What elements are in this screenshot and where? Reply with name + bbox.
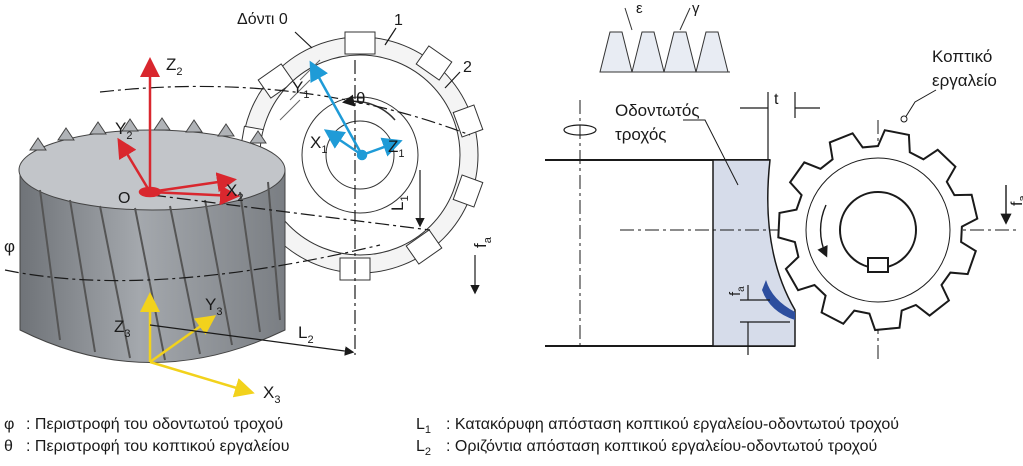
dimension-lines	[149, 27, 480, 356]
gear-label-line1: Οδοντωτός	[615, 101, 700, 120]
right-figure: ε γ t	[545, 0, 1023, 360]
hob-cutter-side	[777, 129, 979, 332]
gear-label-line2: τροχός	[615, 125, 667, 144]
x1-label: X1	[310, 133, 327, 156]
y2-label: Y2	[115, 119, 132, 142]
legend-left: φ: Περιστροφή του οδοντωτού τροχού θ: Πε…	[4, 414, 289, 458]
legend-theta: θ: Περιστροφή του κοπτικού εργαλείου	[4, 438, 290, 455]
tool-label-line2: εργαλείο	[932, 71, 997, 90]
tooth-2-label: 2	[463, 59, 472, 76]
z1-label: Z1	[388, 137, 405, 160]
tooth-1-label: 1	[394, 12, 403, 29]
gamma-label: γ	[692, 0, 700, 17]
gear-axes	[117, 57, 240, 206]
l2-label: L2	[298, 323, 314, 346]
aux-axes	[140, 292, 255, 398]
z2-label: Z2	[166, 55, 183, 78]
l1-label: L1	[388, 195, 411, 211]
phi-label: φ	[4, 237, 15, 256]
t-label: t	[774, 91, 779, 108]
legend-l1: L1: Κατακόρυφη απόσταση κοπτικού εργαλεί…	[416, 416, 900, 437]
tool-leader-dot	[900, 115, 908, 123]
x2-label: X2	[226, 181, 243, 204]
legend-l2: L2: Οριζόντια απόσταση κοπτικού εργαλείο…	[416, 438, 878, 459]
cutter-axes	[309, 60, 403, 161]
theta-label: θ	[356, 89, 365, 108]
left-figure: Δόντι 0 1 2 O φ θ Z2 Y2 X2 Y1 X1 Z1 Z3 Y…	[4, 11, 494, 406]
x3-label: X3	[263, 383, 280, 406]
tool-label-line1: Κοπτικό	[932, 47, 992, 66]
cutter-rotation-arrow	[817, 204, 828, 258]
tooth-profile-inset	[599, 7, 730, 73]
y1-label: Y1	[292, 78, 309, 101]
z3-label: Z3	[114, 317, 131, 340]
label-leaders	[683, 89, 937, 186]
legend-phi: φ: Περιστροφή του οδοντωτού τροχού	[4, 416, 284, 433]
y3-label: Y3	[205, 295, 222, 318]
fa-inner-label: fa	[727, 286, 747, 296]
cut-region	[712, 159, 796, 347]
epsilon-label: ε	[636, 0, 643, 17]
construction-lines	[4, 60, 471, 355]
tooth-0-label: Δόντι 0	[237, 11, 288, 28]
fa-inner-dimension	[740, 285, 790, 355]
fa-right-label: fa	[1009, 195, 1023, 206]
t-dimension	[740, 92, 820, 160]
gear-rotation-symbol	[563, 124, 597, 136]
fa-left-label: fa	[471, 236, 494, 248]
origin-label: O	[118, 190, 130, 207]
chip-region	[762, 280, 795, 320]
legend-right: L1: Κατακόρυφη απόσταση κοπτικού εργαλεί…	[416, 414, 899, 458]
